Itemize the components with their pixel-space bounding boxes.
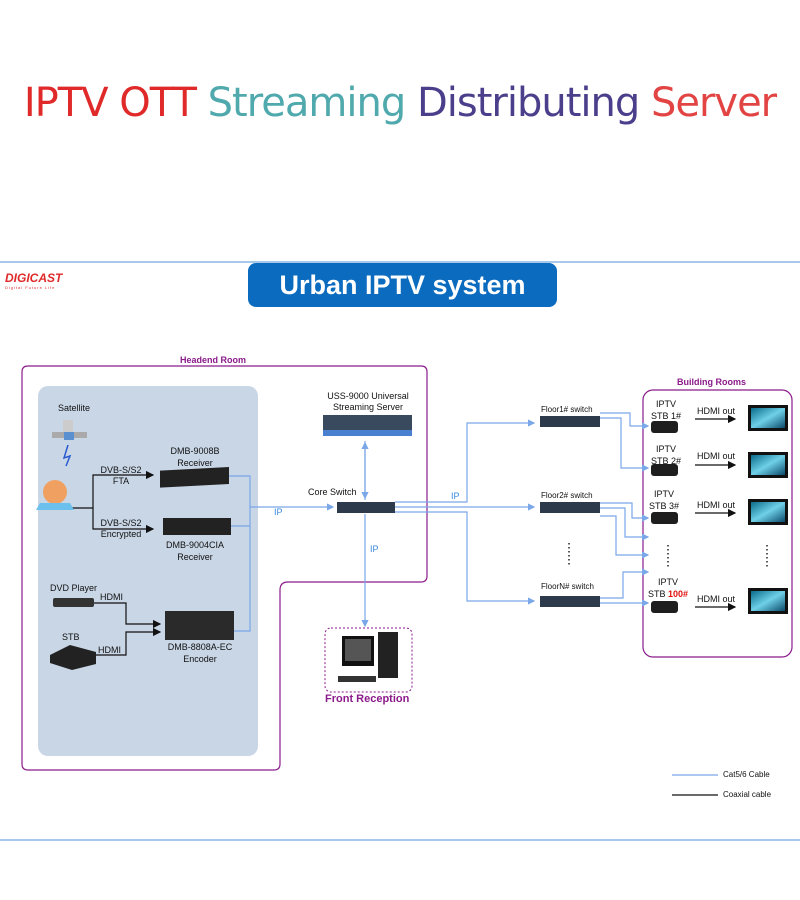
stb-label: STB	[62, 632, 80, 642]
encoder-device	[165, 611, 234, 640]
dvd-player-device	[53, 598, 94, 607]
reception-border	[324, 627, 413, 693]
tv-icons	[748, 405, 788, 614]
ip-label: IP	[451, 491, 460, 501]
floor-switch-device	[540, 502, 600, 513]
ip-label: IP	[274, 507, 283, 517]
hdmi-out-label: HDMI out	[697, 500, 736, 510]
front-reception-label: Front Reception	[325, 693, 410, 705]
title-part: Distributing	[416, 80, 651, 126]
legend-coax-cable: Coaxial cable	[723, 790, 772, 799]
headend-panel	[38, 386, 258, 756]
headend-room-label: Headend Room	[180, 355, 247, 365]
dvd-label: DVD Player	[50, 583, 98, 593]
page-title: IPTV OTT Streaming Distributing Server	[0, 80, 800, 126]
dish-icon	[36, 480, 74, 510]
iptv-stb-devices	[651, 421, 678, 613]
hdmi-label: HDMI	[98, 645, 121, 655]
hdmi-label: HDMI	[100, 592, 123, 602]
hdmi-out-label: HDMI out	[697, 406, 736, 416]
floor-switch-device	[540, 596, 600, 607]
floor-switch-label: Floor2# switch	[541, 491, 593, 500]
receiver-device	[160, 466, 229, 488]
ip-label: IP	[370, 544, 379, 554]
floor-switch-label: FloorN# switch	[541, 582, 594, 591]
pc-icon	[338, 632, 398, 682]
receiver-device	[163, 518, 231, 535]
headend-border	[21, 365, 428, 771]
title-part: IPTV OTT	[23, 80, 208, 126]
logo: DIGICAST Digital Future Life	[5, 271, 63, 290]
floor-switch-label: Floor1# switch	[541, 405, 593, 414]
stb-device	[50, 645, 96, 670]
hdmi-out-label: HDMI out	[697, 451, 736, 461]
core-switch-label: Core Switch	[308, 487, 357, 497]
core-switch-device	[337, 502, 395, 513]
hdmi-out-label: HDMI out	[697, 594, 736, 604]
title-part: Server	[650, 80, 777, 126]
system-banner: Urban IPTV system	[248, 263, 557, 307]
building-border	[642, 389, 793, 658]
title-part: Streaming	[207, 80, 417, 126]
satellite-icon	[52, 420, 87, 467]
legend-cat-cable: Cat5/6 Cable	[723, 770, 770, 779]
building-rooms-label: Building Rooms	[677, 377, 746, 387]
floor-switch-device	[540, 416, 600, 427]
satellite-label: Satellite	[58, 403, 91, 413]
